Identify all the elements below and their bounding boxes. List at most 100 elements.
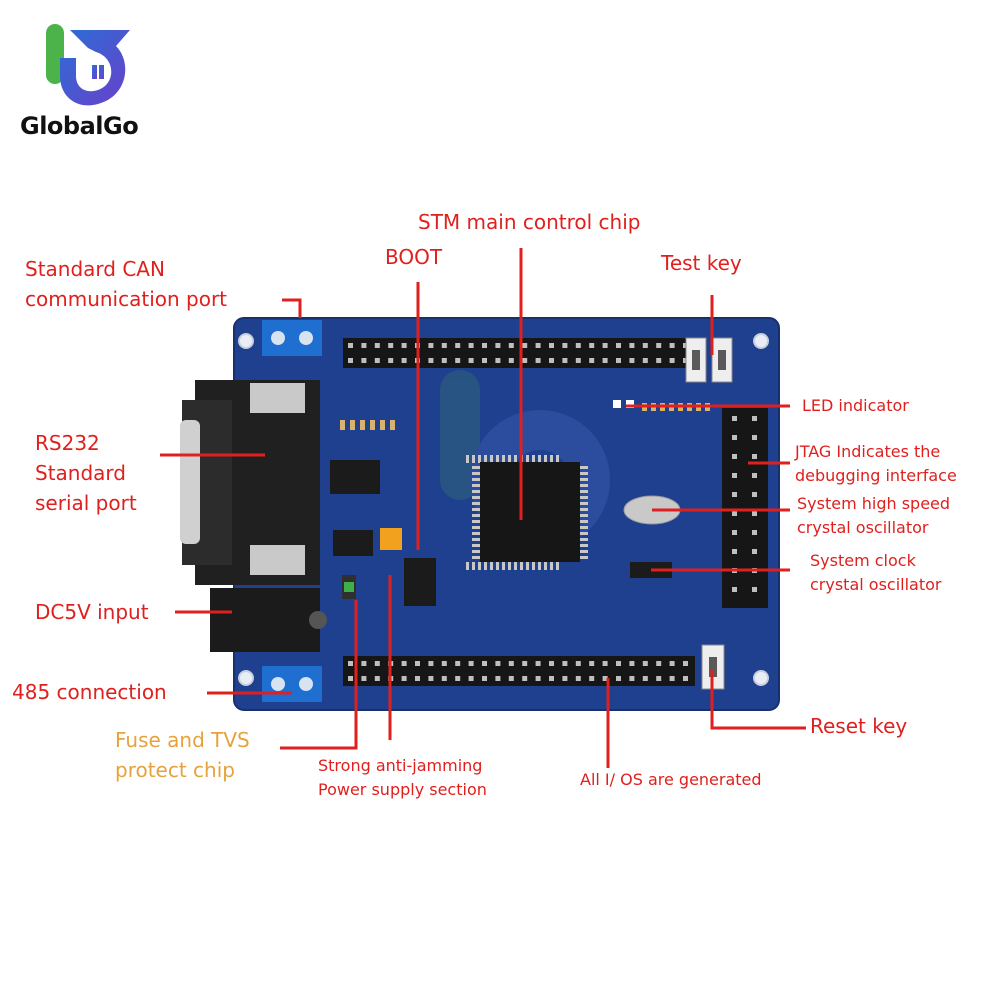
- header-pin: [495, 676, 501, 681]
- chip-pin: [580, 556, 588, 559]
- chip-pin: [496, 562, 499, 570]
- header-pin: [535, 676, 541, 681]
- header-pin: [602, 676, 608, 681]
- chip-pin: [472, 556, 480, 559]
- top-pin-header: [343, 338, 695, 368]
- header-pin: [441, 661, 447, 666]
- header-pin: [562, 358, 568, 363]
- mounting-hole: [238, 333, 254, 349]
- chip-pin: [532, 562, 535, 570]
- label-rs232: RS232 Standard serial port: [35, 431, 137, 515]
- leader-line-reset: [710, 670, 806, 730]
- header-pin: [508, 358, 514, 363]
- header-pin: [468, 676, 474, 681]
- jtag-pin: [752, 416, 757, 421]
- jtag-pin: [752, 530, 757, 535]
- smd-component: [370, 420, 375, 430]
- header-pin: [683, 661, 688, 666]
- chip-pin: [472, 562, 475, 570]
- chip-pin: [472, 472, 480, 475]
- chip-pin: [580, 520, 588, 523]
- smd-component: [360, 420, 365, 430]
- header-pin: [575, 343, 581, 348]
- header-pin: [589, 343, 595, 348]
- chip-pin: [580, 466, 588, 469]
- smd-component: [350, 420, 355, 430]
- header-pin: [508, 676, 514, 681]
- header-pin: [522, 676, 528, 681]
- label-dc5v: DC5V input: [35, 600, 149, 624]
- header-pin: [602, 343, 608, 348]
- header-pin: [361, 358, 367, 363]
- header-pin: [361, 343, 367, 348]
- chip-pin: [466, 562, 469, 570]
- header-pin: [348, 661, 353, 666]
- dc-barrel-jack: [210, 588, 327, 652]
- header-pin: [669, 358, 675, 363]
- header-pin: [468, 661, 474, 666]
- header-pin: [428, 661, 434, 666]
- header-pin: [388, 343, 394, 348]
- chip-pin: [472, 478, 480, 481]
- leader-lines: [160, 248, 806, 768]
- header-pin: [602, 661, 608, 666]
- chip-pin: [514, 562, 517, 570]
- label-reset-key: Reset key: [810, 714, 908, 738]
- chip-pin: [472, 520, 480, 523]
- chip-pin: [580, 532, 588, 535]
- header-pin: [522, 343, 528, 348]
- label-rs485: 485 connection: [12, 680, 167, 704]
- header-pin: [348, 358, 353, 363]
- header-pin: [575, 358, 581, 363]
- jtag-pin: [732, 492, 737, 497]
- header-pin: [562, 661, 568, 666]
- chip-pin: [526, 562, 529, 570]
- chip-pin: [580, 544, 588, 547]
- header-pin: [616, 343, 621, 348]
- header-pin: [549, 343, 554, 348]
- header-pin: [642, 343, 648, 348]
- chip-pin: [580, 478, 588, 481]
- jtag-pin: [732, 549, 737, 554]
- chip-pin: [520, 562, 523, 570]
- header-pin: [669, 676, 675, 681]
- header-pin: [415, 661, 420, 666]
- label-clock-osc: System clock crystal oscillator: [810, 551, 942, 594]
- chip-pin: [544, 455, 547, 463]
- header-pin: [388, 358, 394, 363]
- chip-pin: [472, 544, 480, 547]
- header-pin: [374, 676, 380, 681]
- header-pin: [428, 343, 434, 348]
- header-pin: [401, 358, 407, 363]
- chip-pin: [508, 455, 511, 463]
- chip-pin: [472, 502, 480, 505]
- label-jtag: JTAG Indicates the debugging interface: [795, 442, 957, 485]
- chip-pin: [538, 455, 541, 463]
- header-pin: [401, 676, 407, 681]
- chip-pin: [556, 562, 559, 570]
- label-test-key: Test key: [661, 251, 742, 275]
- header-pin: [428, 358, 434, 363]
- header-pin: [589, 661, 595, 666]
- header-pin: [669, 343, 675, 348]
- header-pin: [535, 343, 541, 348]
- label-boot: BOOT: [385, 245, 443, 269]
- header-pin: [642, 661, 648, 666]
- header-pin: [455, 661, 461, 666]
- jtag-pin: [732, 511, 737, 516]
- header-pin: [374, 358, 380, 363]
- chip-pin: [580, 490, 588, 493]
- label-stm-main-chip: STM main control chip: [418, 210, 641, 234]
- chip-pin: [514, 455, 517, 463]
- stm-main-chip: [466, 455, 588, 570]
- chip-pin: [556, 455, 559, 463]
- chip-pin: [550, 455, 553, 463]
- chip-pin: [532, 455, 535, 463]
- chip-pin: [472, 526, 480, 529]
- chip-pin: [538, 562, 541, 570]
- header-pin: [495, 343, 501, 348]
- chip-pin: [580, 472, 588, 475]
- header-pin: [522, 661, 528, 666]
- header-pin: [616, 358, 621, 363]
